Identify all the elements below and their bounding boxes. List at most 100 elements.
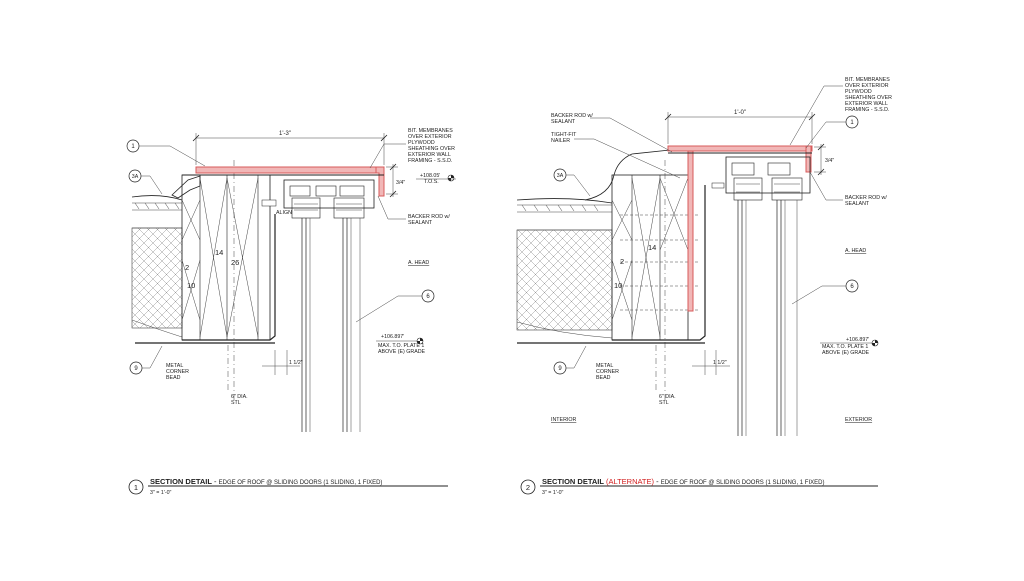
d2-nailer-note: TIGHT-FIT NAILER: [551, 132, 577, 144]
d2-exterior-label: EXTERIOR: [845, 417, 872, 423]
svg-text:6: 6: [850, 284, 854, 290]
d1-tag-9: 9: [129, 361, 143, 375]
d2-door-head: [711, 156, 811, 201]
d1-align-label: ALIGN: [276, 210, 292, 216]
svg-text:6: 6: [426, 294, 430, 300]
svg-text:ABOVE (E) GRADE: ABOVE (E) GRADE: [822, 350, 870, 356]
svg-text:BIT. MEMBRANES: BIT. MEMBRANES: [408, 128, 453, 134]
d1-elev-tos: +108.05' T.O.S.: [416, 173, 456, 185]
svg-text:METAL: METAL: [166, 363, 183, 369]
d1-title-block: 1 SECTION DETAIL - EDGE OF ROOF @ SLIDIN…: [128, 477, 448, 496]
detail-1: 1'-3" 3/4" 1 3A 6 9 2: [126, 128, 456, 496]
svg-text:CORNER: CORNER: [596, 369, 619, 375]
d2-corner-bead-note: METAL CORNER BEAD: [596, 363, 619, 381]
svg-text:+108.05': +108.05': [420, 173, 440, 179]
svg-text:METAL: METAL: [596, 363, 613, 369]
d1-backer-rod-note: BACKER ROD w/ SEALANT: [408, 214, 450, 226]
d2-head-label: A. HEAD: [845, 248, 866, 254]
d2-dim-v: 3/4": [825, 158, 834, 164]
svg-text:9: 9: [558, 366, 562, 372]
d1-door-panels: [301, 218, 361, 432]
d1-num-10: 10: [187, 281, 195, 290]
svg-text:STL: STL: [231, 400, 241, 406]
svg-text:STL: STL: [659, 400, 669, 406]
d1-tag-1: 1: [126, 139, 140, 153]
d2-num-10: 10: [614, 281, 622, 290]
d2-roof-slope: [516, 198, 613, 204]
d2-tag-3a: 3A: [553, 168, 567, 182]
svg-text:1: 1: [850, 120, 854, 126]
svg-text:SECTION DETAIL - EDGE OF ROOF: SECTION DETAIL - EDGE OF ROOF @ SLIDING …: [150, 477, 382, 486]
d1-elev-plate: +106.897' MAX. T.O. PLATE 1 ABOVE (E) GR…: [376, 334, 426, 355]
d1-roof-slope: [131, 195, 183, 201]
svg-text:CORNER: CORNER: [166, 369, 189, 375]
svg-text:PLYWOOD: PLYWOOD: [845, 89, 872, 95]
d2-membrane-note: BIT. MEMBRANES OVER EXTERIOR PLYWOOD SHE…: [845, 77, 892, 113]
d2-num-14: 14: [648, 243, 656, 252]
d1-title-main: SECTION DETAIL: [150, 477, 212, 486]
d2-interior-label: INTERIOR: [551, 417, 576, 423]
svg-text:2: 2: [526, 483, 530, 492]
svg-text:FRAMING - S.S.D.: FRAMING - S.S.D.: [408, 158, 452, 164]
d2-elev-plate: +106.897' MAX. T.O. PLATE 1 ABOVE (E) GR…: [820, 337, 879, 356]
svg-text:MAX. T.O. PLATE 1: MAX. T.O. PLATE 1: [822, 344, 868, 350]
svg-text:BEAD: BEAD: [166, 375, 181, 381]
detail-2: 1'-0" 3/4" 1 3A 6 9 2 10: [516, 77, 892, 496]
d1-num-2: 2: [185, 263, 189, 272]
d2-dim-side: 1 1/2": [713, 360, 727, 366]
svg-text:3A: 3A: [557, 173, 564, 179]
d1-num-14: 14: [215, 248, 223, 257]
svg-text:TIGHT-FIT: TIGHT-FIT: [551, 132, 577, 138]
d1-scale: 3" = 1'-0": [150, 490, 172, 496]
svg-text:6" DIA.: 6" DIA.: [659, 394, 676, 400]
svg-text:1: 1: [131, 144, 135, 150]
d2-steel-note: 6" DIA. STL: [659, 394, 676, 406]
d1-tag-6: 6: [421, 289, 435, 303]
svg-text:BACKER ROD w/: BACKER ROD w/: [408, 214, 450, 220]
d1-num-26: 26: [231, 258, 239, 267]
d2-num-2: 2: [620, 257, 624, 266]
d2-title-rest: EDGE OF ROOF @ SLIDING DOORS (1 SLIDING,…: [661, 480, 825, 486]
svg-text:+106.897': +106.897': [381, 334, 404, 340]
svg-text:MAX. T.O. PLATE 1: MAX. T.O. PLATE 1: [378, 343, 424, 349]
d2-tag-1: 1: [845, 115, 859, 129]
svg-text:9: 9: [134, 366, 138, 372]
d2-backer-rod-right-note: BACKER ROD w/ SEALANT: [845, 195, 887, 207]
svg-text:EXTERIOR WALL: EXTERIOR WALL: [845, 101, 888, 107]
d2-dim-top: 1'-0": [734, 110, 746, 116]
svg-text:SEALANT: SEALANT: [408, 220, 433, 226]
d2-membrane-vertical: [687, 150, 694, 312]
svg-text:1: 1: [134, 483, 138, 492]
d1-head-label: A. HEAD: [408, 260, 429, 266]
svg-text:OVER EXTERIOR: OVER EXTERIOR: [408, 134, 452, 140]
d2-scale: 3" = 1'-0": [542, 490, 564, 496]
svg-text:BACKER ROD w/: BACKER ROD w/: [551, 113, 593, 119]
svg-text:SHEATHING OVER: SHEATHING OVER: [408, 146, 455, 152]
d1-title-rest: EDGE OF ROOF @ SLIDING DOORS (1 SLIDING,…: [219, 480, 383, 486]
d2-title-block: 2 SECTION DETAIL(ALTERNATE) - EDGE OF RO…: [520, 477, 878, 496]
svg-text:OVER EXTERIOR: OVER EXTERIOR: [845, 83, 889, 89]
d1-soffit: [182, 214, 276, 341]
d2-backer-rod-top-note: BACKER ROD w/ SEALANT: [551, 113, 593, 125]
svg-text:BEAD: BEAD: [596, 375, 611, 381]
svg-text:3A: 3A: [132, 174, 139, 180]
d1-dim-side: 1 1/2": [289, 360, 303, 366]
svg-text:T.O.S.: T.O.S.: [424, 179, 439, 185]
svg-text:6" DIA.: 6" DIA.: [231, 394, 248, 400]
d1-membrane-note: BIT. MEMBRANES OVER EXTERIOR PLYWOOD SHE…: [408, 128, 455, 164]
svg-text:SHEATHING OVER: SHEATHING OVER: [845, 95, 892, 101]
svg-text:FRAMING - S.S.D.: FRAMING - S.S.D.: [845, 107, 889, 113]
svg-text:SEALANT: SEALANT: [845, 201, 870, 207]
d1-dim-v: 3/4": [396, 180, 405, 186]
d2-membrane-top: [667, 145, 813, 152]
d1-membrane: [195, 166, 383, 174]
d1-steel-note: 6" DIA. STL: [231, 394, 248, 406]
d1-stud-block: [181, 174, 271, 341]
svg-text:PLYWOOD: PLYWOOD: [408, 140, 435, 146]
d1-wall-hatch: [131, 227, 183, 329]
d1-corner-bead-note: METAL CORNER BEAD: [166, 363, 189, 381]
d2-door-panels: [737, 200, 798, 436]
svg-text:SEALANT: SEALANT: [551, 119, 576, 125]
